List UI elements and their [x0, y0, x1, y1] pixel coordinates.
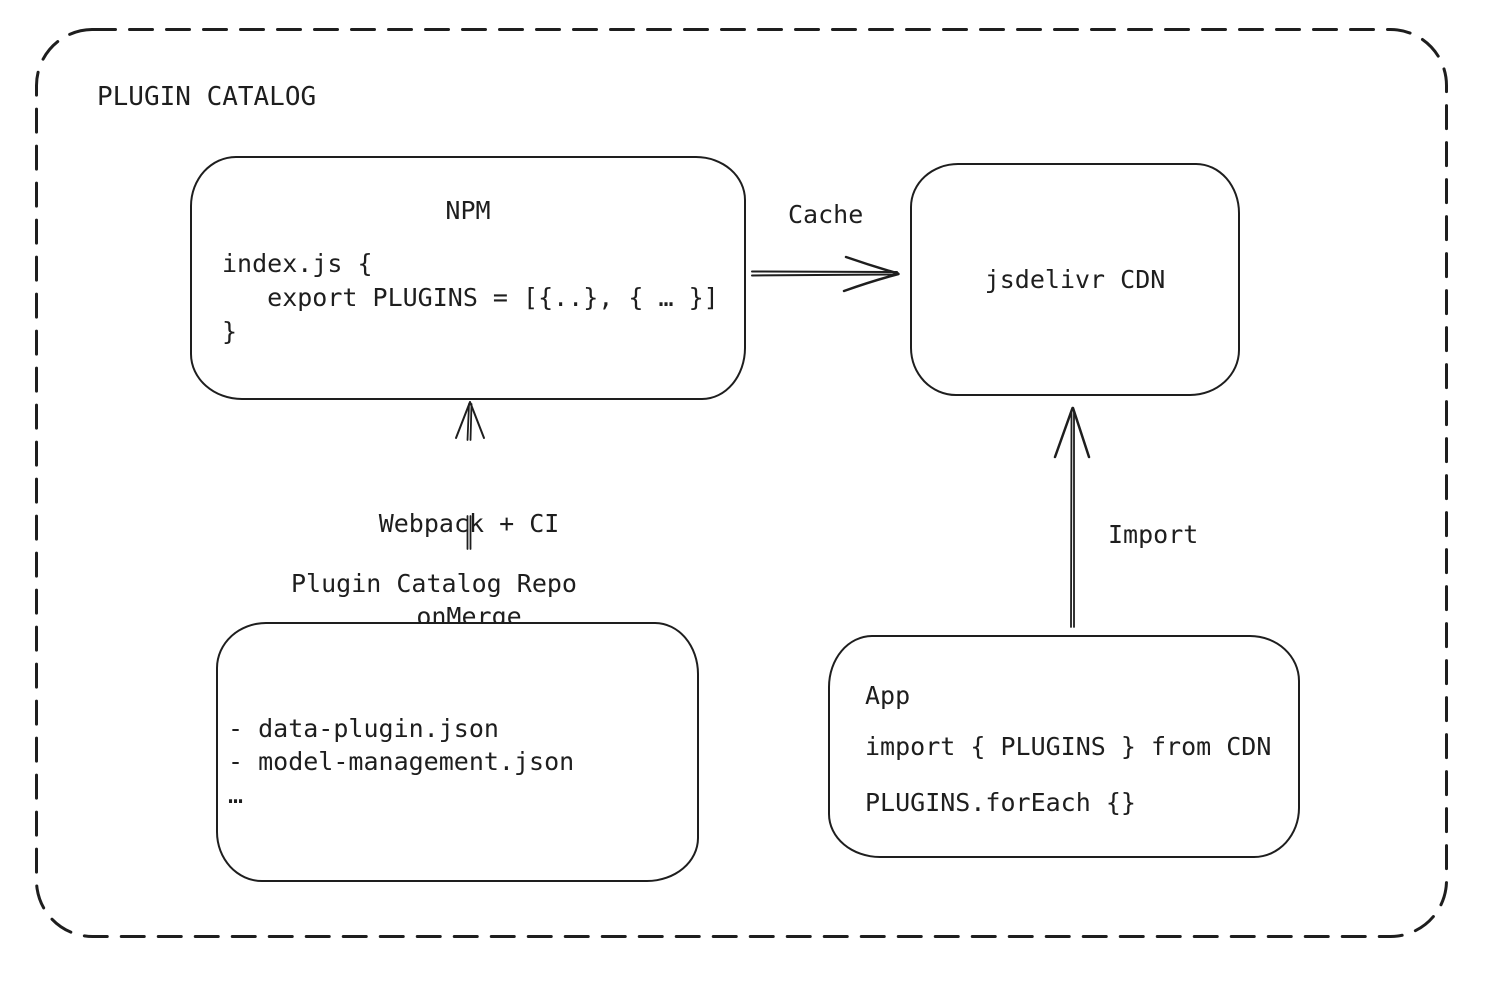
- repo-file-list: - data-plugin.json - model-management.js…: [228, 712, 697, 811]
- build-edge-label-line1: Webpack + CI: [378, 509, 560, 538]
- app-title: App: [865, 681, 911, 710]
- npm-code-block: index.js { export PLUGINS = [{..}, { … }…: [222, 247, 744, 349]
- node-npm: NPM index.js { export PLUGINS = [{..}, {…: [190, 156, 746, 400]
- cache-arrow-shaft: [751, 270, 898, 277]
- npm-title: NPM: [445, 196, 491, 225]
- npm-code-line: }: [222, 317, 238, 346]
- repo-file-item: - data-plugin.json: [228, 714, 499, 743]
- cache-arrow: [751, 255, 900, 293]
- import-edge-label: Import: [1108, 520, 1199, 549]
- diagram-title: PLUGIN CATALOG: [97, 82, 317, 112]
- npm-code-line: index.js {: [222, 249, 373, 278]
- import-arrow-head: [1053, 406, 1091, 459]
- npm-code-line: export PLUGINS = [{..}, { … }]: [222, 283, 719, 312]
- import-arrow-shaft: [1070, 411, 1075, 628]
- build-arrow-head: [455, 401, 485, 439]
- import-arrow: [1053, 406, 1091, 628]
- app-code-line: import { PLUGINS } from CDN: [865, 732, 1272, 761]
- node-jsdelivr-cdn: jsdelivr CDN: [910, 163, 1240, 396]
- cache-edge-label: Cache: [788, 200, 864, 229]
- app-code-block: import { PLUGINS } from CDN PLUGINS.forE…: [865, 732, 1298, 817]
- repo-file-item: …: [228, 780, 244, 809]
- node-plugin-catalog-repo: - data-plugin.json - model-management.js…: [216, 622, 699, 882]
- build-arrow-head-center: [466, 403, 473, 441]
- app-code-line: PLUGINS.forEach {}: [865, 788, 1136, 817]
- node-app: App import { PLUGINS } from CDN PLUGINS.…: [828, 635, 1300, 858]
- cdn-title: jsdelivr CDN: [984, 265, 1166, 294]
- repo-file-item: - model-management.json: [228, 747, 575, 776]
- repo-title: Plugin Catalog Repo: [291, 569, 577, 598]
- cache-arrow-head: [842, 255, 900, 293]
